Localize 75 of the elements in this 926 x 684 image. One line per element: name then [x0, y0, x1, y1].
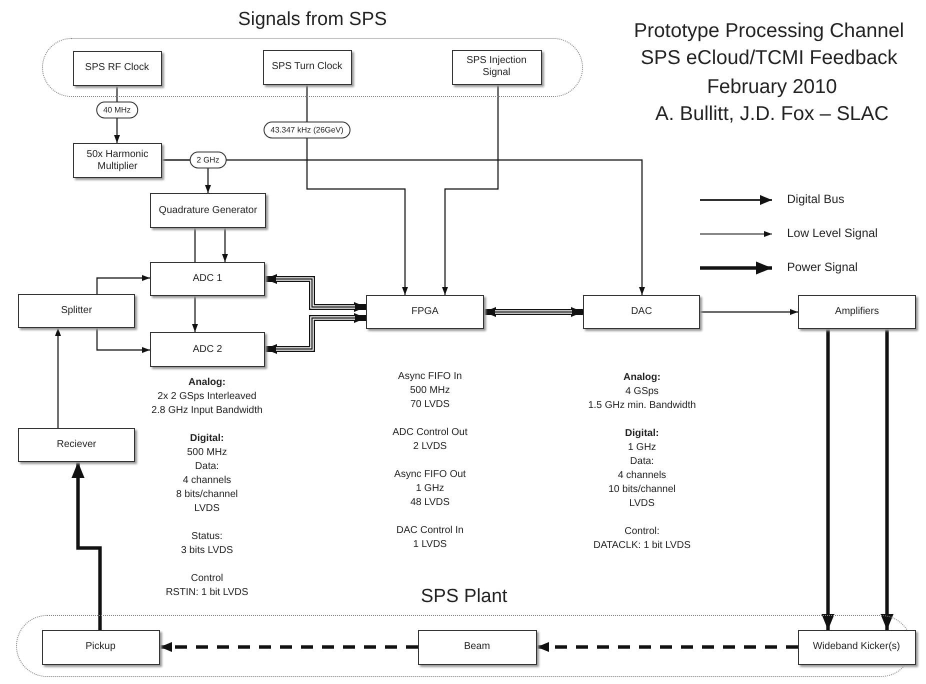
subtitle: A. Bullitt, J.D. Fox – SLAC — [655, 102, 889, 127]
spec-text: 1 GHz — [416, 483, 444, 495]
node-label: 50x Harmonic Multiplier — [86, 148, 150, 172]
edge-label: 2 GHz — [190, 152, 226, 168]
spec-text: RSTIN: 1 bit LVDS — [166, 587, 248, 599]
process-box — [798, 295, 916, 329]
spec-text: 500 MHz — [187, 447, 227, 459]
spec-text: 1 GHz — [628, 442, 656, 454]
spec-text: 4 channels — [618, 470, 666, 482]
spec-text: ADC Control Out — [392, 427, 468, 439]
node-label: SPS Turn Clock — [272, 61, 342, 73]
process-box — [366, 295, 484, 329]
process-box — [418, 630, 536, 664]
process-box — [150, 332, 265, 367]
group-heading: SPS Plant — [420, 586, 508, 608]
spec-heading: Analog: — [188, 377, 226, 389]
spec-heading: Digital: — [625, 428, 659, 440]
spec-text: 2 LVDS — [413, 441, 447, 453]
process-box — [798, 630, 916, 664]
spec-text: 500 MHz — [410, 385, 450, 397]
spec-text: 3 bits LVDS — [180, 545, 234, 557]
spec-text: 70 LVDS — [410, 399, 450, 411]
node-label: ADC 2 — [192, 344, 222, 356]
node-label: SPS Injection Signal — [465, 55, 528, 79]
legend-label: Power Signal — [787, 260, 858, 274]
spec-text: DAC Control In — [396, 525, 464, 537]
spec-text: Data: — [630, 456, 654, 468]
node-label: FPGA — [411, 306, 439, 318]
spec-text: Control — [190, 573, 224, 585]
group-heading: Signals from SPS — [238, 9, 387, 31]
node-label: SPS RF Clock — [85, 62, 149, 74]
node-label: Quadrature Generator — [158, 204, 258, 216]
spec-text: 4 GSps — [625, 386, 659, 398]
subtitle: February 2010 — [706, 75, 838, 100]
title: Prototype Processing Channel SPS eCloud/TCMI Feedback — [632, 19, 906, 71]
spec-text: 1.5 GHz min. Bandwidth — [588, 400, 696, 412]
process-box — [452, 50, 542, 84]
spec-text: Control: — [624, 526, 660, 538]
spec-text: 48 LVDS — [410, 497, 450, 509]
process-box — [583, 295, 700, 329]
spec-text: Status: — [191, 531, 223, 543]
legend-label: Low Level Signal — [787, 226, 878, 240]
spec-text: LVDS — [629, 498, 655, 510]
spec-text: 4 channels — [182, 475, 232, 487]
spec-text: Data: — [195, 461, 219, 473]
spec-text: 10 bits/channel — [608, 484, 676, 496]
node-label: Amplifiers — [835, 306, 879, 318]
process-box — [73, 143, 162, 178]
node-label: Beam — [464, 641, 490, 653]
spec-text: LVDS — [194, 503, 220, 515]
process-box — [262, 50, 352, 84]
process-box — [18, 294, 135, 328]
node-label: Pickup — [85, 641, 116, 653]
spec-text: 2.8 GHz Input Bandwidth — [151, 405, 263, 417]
edge-label: 43.347 kHz (26GeV) — [264, 122, 350, 138]
spec-text: 1 LVDS — [413, 539, 447, 551]
spec-text: Async FIFO In — [398, 371, 462, 383]
spec-text: 8 bits/channel — [176, 489, 238, 501]
node-label: ADC 1 — [192, 273, 222, 285]
node-label: Splitter — [60, 305, 92, 317]
node-label: DAC — [630, 306, 652, 318]
spec-text: Async FIFO Out — [394, 469, 466, 481]
process-box — [150, 193, 266, 228]
spec-heading: Digital: — [190, 433, 224, 445]
spec-text: DATACLK: 1 bit LVDS — [593, 540, 691, 552]
legend-label: Digital Bus — [787, 192, 844, 206]
spec-heading: Analog: — [623, 372, 661, 384]
process-box — [72, 50, 162, 86]
process-box — [150, 262, 265, 296]
process-box — [18, 428, 135, 462]
edge-label: 40 MHz — [96, 102, 138, 118]
node-label: Reciever — [56, 439, 96, 451]
spec-text: 2x 2 GSps Interleaved — [158, 391, 256, 403]
node-label: Wideband Kicker(s) — [812, 641, 900, 653]
process-box — [42, 630, 160, 664]
